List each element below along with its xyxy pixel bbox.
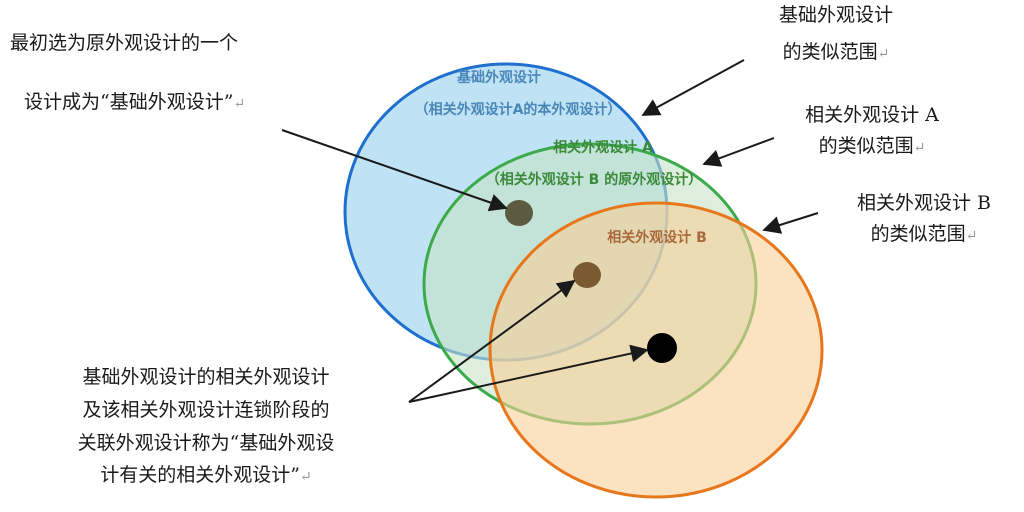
related-b-range-text: 相关外观设计 B 的类似范围↵: [856, 192, 991, 245]
related-b-dot: [647, 333, 677, 363]
initial-design-text-line1: 最初选为原外观设计的一个: [10, 32, 239, 54]
base-design-dot: [505, 200, 533, 226]
arrow-to-b-circle: [762, 212, 819, 234]
base-circle-title: 基础外观设计: [457, 70, 541, 86]
initial-design-text-line2: 设计成为“基础外观设计”↵: [24, 91, 246, 113]
return-mark: ↵: [913, 139, 926, 156]
related-a-circle-subtitle: （相关外观设计 B 的原外观设计）: [485, 172, 703, 188]
arrow-to-base-dot: [281, 129, 508, 212]
arrow-to-related-a-dot: [408, 279, 576, 403]
base-range-text: 基础外观设计 的类似范围↵: [778, 4, 893, 63]
return-mark: ↵: [299, 469, 312, 486]
return-mark: ↵: [233, 96, 246, 112]
related-b-circle-title: 相关外观设计 B: [607, 230, 707, 246]
arrow-to-base-circle: [641, 59, 745, 116]
arrow-to-a-circle: [702, 137, 775, 167]
bottom-definition-text: 基础外观设计的相关外观设计 及该相关外观设计连锁阶段的 关联外观设计称为“基础外…: [77, 366, 335, 487]
related-a-dot: [573, 262, 601, 288]
base-circle-subtitle: （相关外观设计A的本外观设计）: [414, 102, 622, 118]
return-mark: ↵: [965, 227, 978, 244]
arrow-to-related-b-dot: [408, 344, 649, 403]
related-a-range-text: 相关外观设计 A 的类似范围↵: [805, 104, 939, 157]
related-a-circle-title: 相关外观设计 A: [553, 140, 653, 156]
return-mark: ↵: [877, 45, 890, 62]
